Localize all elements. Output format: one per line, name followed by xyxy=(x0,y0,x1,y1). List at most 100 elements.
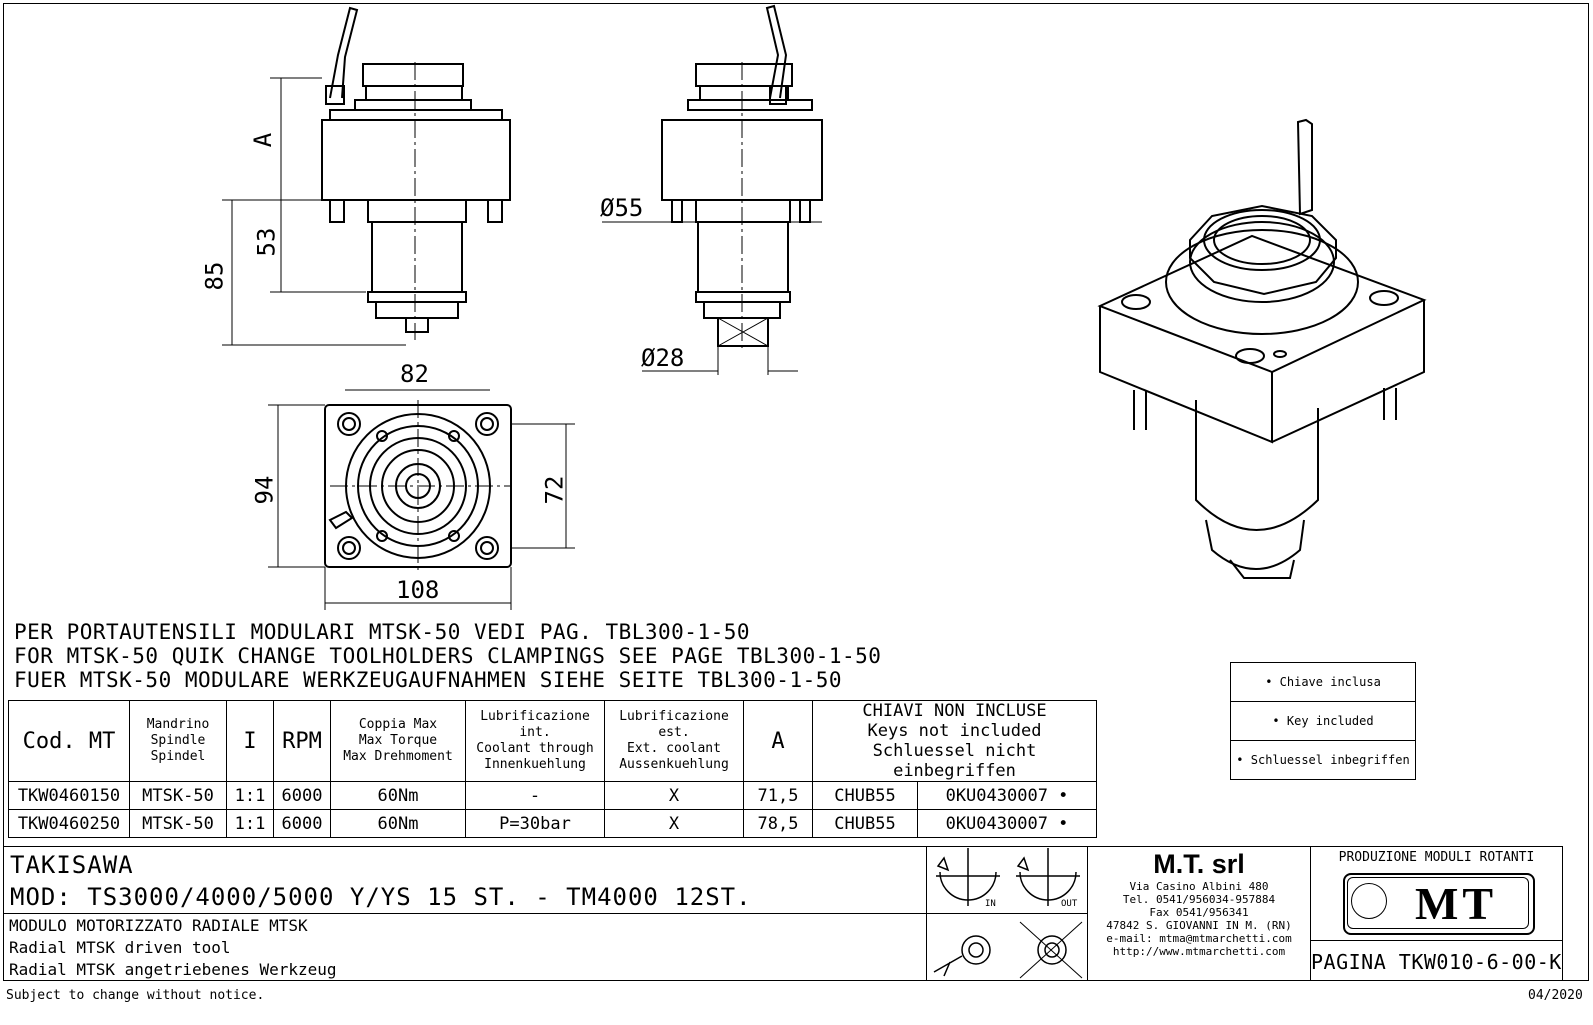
page-box: PAGINA TKW010-6-00-K xyxy=(1310,940,1563,981)
notes: PER PORTAUTENSILI MODULARI MTSK-50 VEDI … xyxy=(14,620,881,692)
dim-82: 82 xyxy=(400,360,429,388)
company-name: M.T. srl xyxy=(1153,849,1245,879)
rotation-in-label: IN xyxy=(985,899,996,909)
dim-28: Ø28 xyxy=(641,344,685,372)
row-torque: 60Nm xyxy=(330,809,466,838)
note-de: FUER MTSK-50 MODULARE WERKZEUGAUFNAHMEN … xyxy=(14,668,843,692)
row-spindle: MTSK-50 xyxy=(129,809,227,838)
machine-name: TAKISAWA xyxy=(10,851,134,879)
company-tel: Tel. 0541/956034-957884 xyxy=(1122,893,1276,906)
key-legend: • Chiave inclusa • Key included • Schlue… xyxy=(1230,662,1416,780)
tool-icon xyxy=(1351,883,1387,919)
logo-text: MT xyxy=(1415,878,1498,929)
header-keys-de: Schluessel nicht einbegriffen xyxy=(872,741,1037,781)
company-street: Via Casino Albini 480 xyxy=(1129,880,1269,893)
company-box: M.T. srl Via Casino Albini 480 Tel. 0541… xyxy=(1087,846,1311,981)
company-address: Via Casino Albini 480 Tel. 0541/956034-9… xyxy=(1088,880,1310,958)
header-coolant-int-de: Innenkuehlung xyxy=(484,757,586,772)
desc-de: Radial MTSK angetriebenes Werkzeug xyxy=(9,960,337,979)
dim-53: 53 xyxy=(252,227,281,257)
row-ratio: 1:1 xyxy=(226,781,274,810)
row-key2: 0KU0430007 • xyxy=(917,809,1097,838)
production-label: PRODUZIONE MODULI ROTANTI xyxy=(1338,850,1535,865)
header-torque: Coppia Max Max Torque Max Drehmoment xyxy=(330,700,466,782)
header-spindle-it: Mandrino xyxy=(146,717,210,732)
mt-logo: MT xyxy=(1343,873,1535,935)
row-a: 71,5 xyxy=(743,781,813,810)
header-spindle-en: Spindle xyxy=(150,733,206,748)
key-legend-en: • Key included xyxy=(1230,701,1416,741)
key-legend-de: • Schluessel inbegriffen xyxy=(1230,740,1416,780)
page-code: PAGINA TKW010-6-00-K xyxy=(1311,950,1562,974)
rotation-symbols xyxy=(933,848,1083,979)
desc-en: Radial MTSK driven tool xyxy=(9,938,231,957)
dim-108: 108 xyxy=(396,576,440,604)
rotation-out-label: OUT xyxy=(1061,899,1078,909)
company-web: http://www.mtmarchetti.com xyxy=(1112,945,1286,958)
row-ratio: 1:1 xyxy=(226,809,274,838)
header-a: A xyxy=(743,700,813,782)
footer-date: 04/2020 xyxy=(1528,988,1583,1003)
model-line: MOD: TS3000/4000/5000 Y/YS 15 ST. - TM40… xyxy=(10,883,752,911)
company-fax: Fax 0541/956341 xyxy=(1149,906,1249,919)
production-box: PRODUZIONE MODULI ROTANTI MT xyxy=(1310,846,1563,941)
note-en: FOR MTSK-50 QUIK CHANGE TOOLHOLDERS CLAM… xyxy=(14,644,882,668)
dim-72: 72 xyxy=(540,475,569,505)
table-row: TKW0460250 MTSK-50 1:1 6000 60Nm P=30bar… xyxy=(8,809,1097,838)
note-it: PER PORTAUTENSILI MODULARI MTSK-50 VEDI … xyxy=(14,620,751,644)
row-rpm: 6000 xyxy=(273,781,331,810)
spec-table: Cod. MT Mandrino Spindle Spindel I RPM C… xyxy=(8,700,1097,838)
row-rpm: 6000 xyxy=(273,809,331,838)
key-legend-it: • Chiave inclusa xyxy=(1230,662,1416,702)
header-coolant-ext-de: Aussenkuehlung xyxy=(619,757,729,772)
side-view-1 xyxy=(321,6,511,340)
dim-55: Ø55 xyxy=(600,194,644,222)
row-key2: 0KU0430007 • xyxy=(917,781,1097,810)
header-keys-en: Keys not included xyxy=(867,721,1042,741)
header-coolant-int-it: Lubrificazione int. xyxy=(480,709,590,740)
dim-a: A xyxy=(249,132,278,148)
header-rpm: RPM xyxy=(273,700,331,782)
mount-box xyxy=(926,913,1088,981)
header-coolant-int-en: Coolant through xyxy=(476,741,594,756)
header-torque-it: Coppia Max xyxy=(358,717,438,732)
header-keys-it: CHIAVI NON INCLUSE xyxy=(862,701,1047,721)
rotation-box: IN OUT xyxy=(926,846,1088,914)
row-coolant-ext: X xyxy=(604,809,744,838)
company-city: 47842 S. GIOVANNI IN M. (RN) xyxy=(1106,919,1292,932)
title-machine-box: TAKISAWA MOD: TS3000/4000/5000 Y/YS 15 S… xyxy=(3,846,927,914)
desc-it: MODULO MOTORIZZATO RADIALE MTSK xyxy=(9,916,308,935)
footer-notice: Subject to change without notice. xyxy=(6,988,265,1003)
side-view-2 xyxy=(661,4,823,350)
row-cod: TKW0460150 xyxy=(8,781,130,810)
title-desc-box: MODULO MOTORIZZATO RADIALE MTSK Radial M… xyxy=(3,913,927,981)
row-torque: 60Nm xyxy=(330,781,466,810)
row-key1: CHUB55 xyxy=(812,809,918,838)
row-spindle: MTSK-50 xyxy=(129,781,227,810)
company-email: e-mail: mtma@mtmarchetti.com xyxy=(1106,932,1292,945)
header-coolant-ext-en: Ext. coolant xyxy=(627,741,721,756)
table-header-row: Cod. MT Mandrino Spindle Spindel I RPM C… xyxy=(8,700,1097,782)
header-coolant-int: Lubrificazione int. Coolant through Inne… xyxy=(465,700,605,782)
dim-94: 94 xyxy=(250,475,279,505)
header-keys: CHIAVI NON INCLUSE Keys not included Sch… xyxy=(812,700,1097,782)
row-coolant-int: P=30bar xyxy=(465,809,605,838)
top-view xyxy=(324,400,512,572)
header-cod: Cod. MT xyxy=(8,700,130,782)
header-torque-de: Max Drehmoment xyxy=(343,749,453,764)
row-cod: TKW0460250 xyxy=(8,809,130,838)
row-coolant-int: - xyxy=(465,781,605,810)
header-coolant-ext-it: Lubrificazione est. xyxy=(619,709,729,740)
header-coolant-ext: Lubrificazione est. Ext. coolant Aussenk… xyxy=(604,700,744,782)
header-ratio: I xyxy=(226,700,274,782)
dim-85: 85 xyxy=(200,261,229,291)
row-a: 78,5 xyxy=(743,809,813,838)
isometric-view xyxy=(1097,118,1427,579)
header-torque-en: Max Torque xyxy=(358,733,438,748)
table-row: TKW0460150 MTSK-50 1:1 6000 60Nm - X 71,… xyxy=(8,781,1097,810)
row-coolant-ext: X xyxy=(604,781,744,810)
row-key1: CHUB55 xyxy=(812,781,918,810)
header-spindle: Mandrino Spindle Spindel xyxy=(129,700,227,782)
header-spindle-de: Spindel xyxy=(150,749,206,764)
